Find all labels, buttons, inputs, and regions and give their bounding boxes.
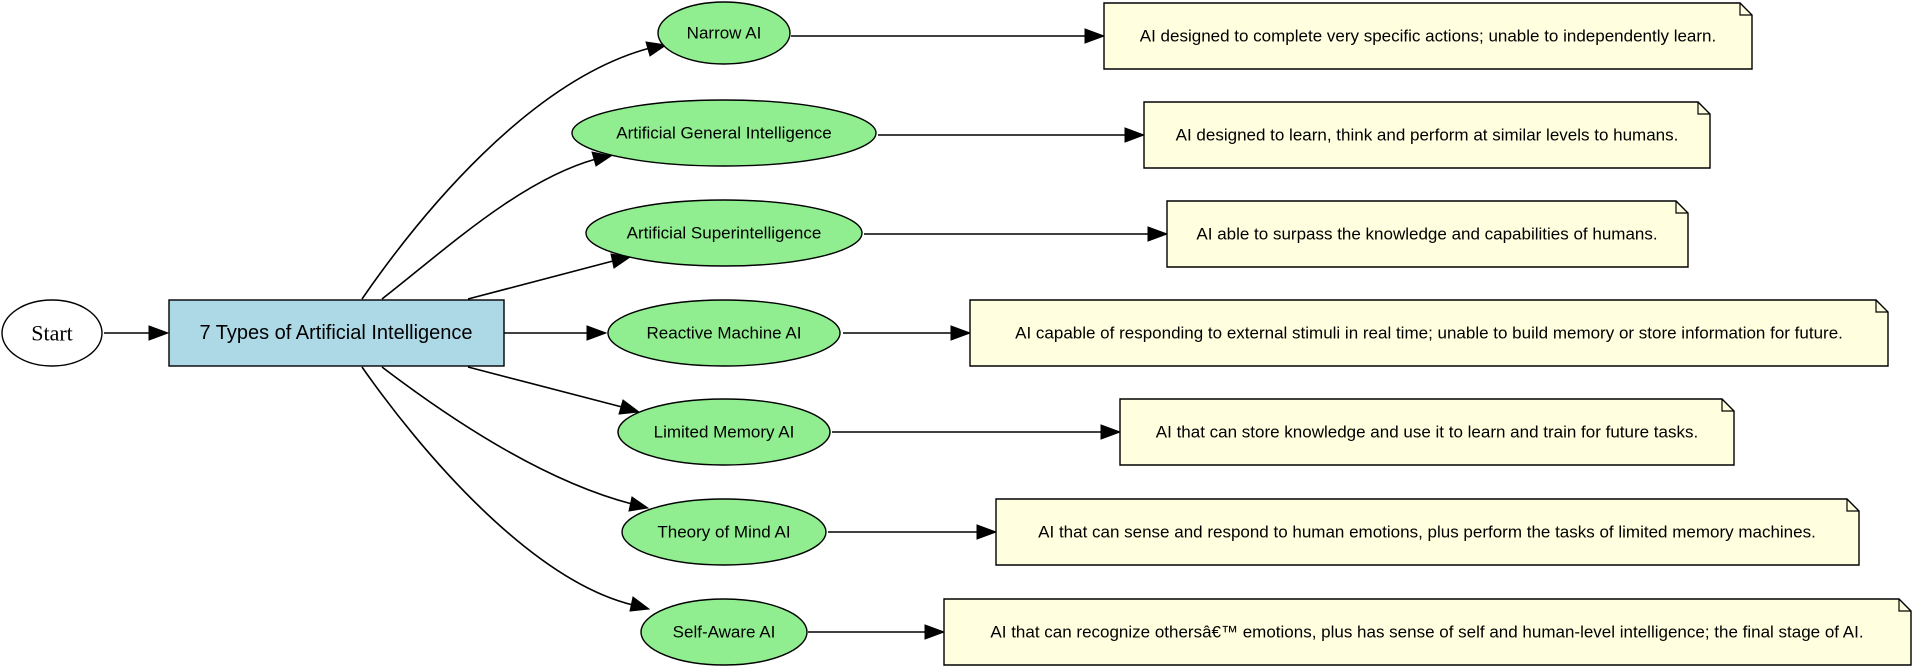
start-node-shape <box>1 299 103 367</box>
note-shape <box>1166 200 1689 268</box>
edge-hub-to-artificial-superintelligence <box>467 260 614 300</box>
note-text: AI able to surpass the knowledge and cap… <box>1196 225 1657 244</box>
type-node-shape <box>607 299 841 367</box>
edge-artificial-general-intelligence-to-note-arrowhead <box>1124 127 1146 143</box>
type-node-shape <box>657 1 791 65</box>
note-text: AI capable of responding to external sti… <box>1015 324 1843 343</box>
type-node-label: Limited Memory AI <box>654 423 795 442</box>
type-node-label: Self-Aware AI <box>673 623 776 642</box>
edge-hub-to-theory-of-mind-ai-arrowhead <box>628 496 650 512</box>
edge-artificial-superintelligence-to-note-arrowhead <box>1147 226 1169 242</box>
start-node-label: Start <box>31 321 73 346</box>
type-node-limited-memory-ai: Limited Memory AI <box>617 398 831 466</box>
type-node-label: Artificial General Intelligence <box>616 124 831 143</box>
type-node-artificial-superintelligence: Artificial Superintelligence <box>585 199 863 267</box>
edge-reactive-machine-ai-to-note-arrowhead <box>950 325 972 341</box>
note-shape <box>1103 2 1753 70</box>
edge-hub-to-narrow-ai <box>361 47 651 300</box>
note-text: AI that can sense and respond to human e… <box>1038 523 1816 542</box>
note-artificial-general-intelligence: AI designed to learn, think and perform … <box>1143 101 1711 169</box>
note-limited-memory-ai: AI that can store knowledge and use it t… <box>1119 398 1735 466</box>
type-node-theory-of-mind-ai: Theory of Mind AI <box>621 498 827 566</box>
edge-hub-to-artificial-general-intelligence-arrowhead <box>591 151 613 167</box>
note-shape <box>995 498 1860 566</box>
edge-hub-to-artificial-general-intelligence <box>381 158 597 300</box>
note-fold-icon <box>1898 599 1911 612</box>
note-narrow-ai: AI designed to complete very specific ac… <box>1103 2 1753 70</box>
edge-hub-to-self-aware-ai <box>361 366 634 606</box>
note-shape <box>1119 398 1735 466</box>
edge-hub-to-reactive-machine-ai-arrowhead <box>586 325 608 341</box>
note-fold-icon <box>1697 102 1710 115</box>
edge-narrow-ai-to-note-arrowhead <box>1084 28 1106 44</box>
note-shape <box>943 598 1912 666</box>
note-text: AI designed to learn, think and perform … <box>1176 126 1679 145</box>
type-node-self-aware-ai: Self-Aware AI <box>640 598 808 666</box>
note-artificial-superintelligence: AI able to surpass the knowledge and cap… <box>1166 200 1689 268</box>
edge-theory-of-mind-ai-to-note-arrowhead <box>976 524 998 540</box>
note-shape <box>969 299 1889 367</box>
note-text: AI designed to complete very specific ac… <box>1140 27 1716 46</box>
note-fold-icon <box>1675 201 1688 214</box>
start-node: Start <box>1 299 103 367</box>
edge-self-aware-ai-to-note-arrowhead <box>924 624 946 640</box>
note-fold-icon <box>1739 3 1752 16</box>
type-node-label: Theory of Mind AI <box>657 523 790 542</box>
hub-node-label: 7 Types of Artificial Intelligence <box>199 322 472 344</box>
type-node-artificial-general-intelligence: Artificial General Intelligence <box>571 99 877 167</box>
note-fold-icon <box>1875 300 1888 313</box>
note-reactive-machine-ai: AI capable of responding to external sti… <box>969 299 1889 367</box>
type-node-shape <box>571 99 877 167</box>
note-theory-of-mind-ai: AI that can sense and respond to human e… <box>995 498 1860 566</box>
edge-hub-to-theory-of-mind-ai <box>381 366 633 505</box>
type-node-label: Reactive Machine AI <box>647 324 802 343</box>
edge-hub-to-self-aware-ai-arrowhead <box>629 596 651 612</box>
edge-limited-memory-ai-to-note-arrowhead <box>1100 424 1122 440</box>
type-node-reactive-machine-ai: Reactive Machine AI <box>607 299 841 367</box>
edge-hub-to-narrow-ai-arrowhead <box>645 41 668 57</box>
type-node-shape <box>585 199 863 267</box>
note-self-aware-ai: AI that can recognize othersâ€™ emotions… <box>943 598 1912 666</box>
edge-hub-to-limited-memory-ai <box>467 366 623 408</box>
type-node-shape <box>617 398 831 466</box>
hub-node-shape <box>168 299 505 367</box>
note-fold-icon <box>1721 399 1734 412</box>
type-node-shape <box>621 498 827 566</box>
hub-node: 7 Types of Artificial Intelligence <box>168 299 505 367</box>
note-text: AI that can store knowledge and use it t… <box>1156 423 1698 442</box>
type-node-label: Narrow AI <box>687 24 762 43</box>
note-shape <box>1143 101 1711 169</box>
note-text: AI that can recognize othersâ€™ emotions… <box>990 623 1863 642</box>
type-node-label: Artificial Superintelligence <box>627 224 822 243</box>
edge-hub-to-limited-memory-ai-arrowhead <box>618 399 641 415</box>
edge-start-to-hub-arrowhead <box>148 325 170 341</box>
note-fold-icon <box>1846 499 1859 512</box>
type-node-shape <box>640 598 808 666</box>
type-node-narrow-ai: Narrow AI <box>657 1 791 65</box>
